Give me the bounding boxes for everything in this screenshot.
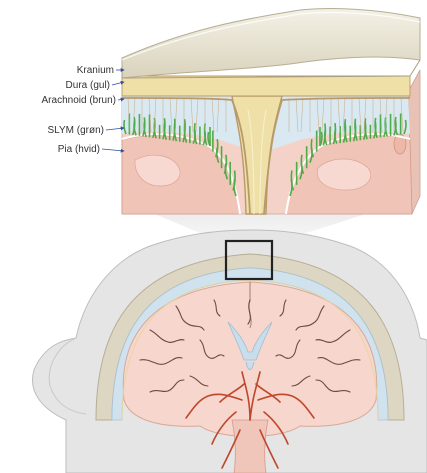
layer-labels: Kranium Dura (gul) Arachnoid (brun) SLYM… <box>42 65 124 155</box>
dura-layer <box>122 76 410 96</box>
arrow-icon <box>106 128 124 130</box>
brain-cross-section <box>32 230 427 473</box>
brainstem <box>232 420 268 473</box>
label-arachnoid: Arachnoid (brun) <box>42 95 116 106</box>
label-kranium: Kranium <box>77 65 114 76</box>
label-slym: SLYM (grøn) <box>48 125 105 136</box>
label-dura: Dura (gul) <box>66 80 110 91</box>
arrow-icon <box>102 149 124 151</box>
meninges-closeup <box>122 8 420 214</box>
label-pia: Pia (hvid) <box>58 144 100 155</box>
